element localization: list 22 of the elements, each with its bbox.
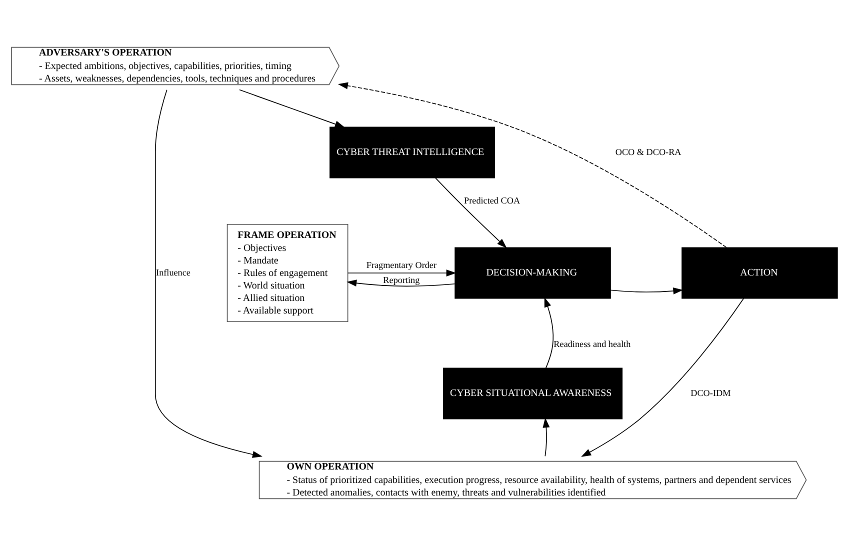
arrow xyxy=(610,286,684,294)
node-box: DECISION-MAKING xyxy=(454,246,611,298)
arrow xyxy=(435,177,507,248)
edge-label: Predicted COA xyxy=(464,194,520,205)
edge-label: Influence xyxy=(156,266,190,277)
edge-label: DCO-IDM xyxy=(690,387,731,398)
arrow xyxy=(581,298,744,456)
edge-label: Reporting xyxy=(383,274,420,284)
edge-label: OCO & DCO-RA xyxy=(615,146,682,156)
arrow xyxy=(542,417,550,456)
arrow xyxy=(544,296,554,368)
arrow xyxy=(239,88,345,128)
node-box: FRAME OPERATION - Objectives - Mandate - Rules of engagement - World situation - Allied situation - Available support xyxy=(226,223,348,322)
arrow xyxy=(154,88,262,458)
edge-label: Fragmentary Order xyxy=(366,259,437,270)
node-box: CYBER SITUATIONAL AWARENESS xyxy=(443,367,623,419)
node-box: ACTION xyxy=(682,246,838,298)
arrow xyxy=(347,269,456,276)
node-box: CYBER THREAT INTELLIGENCE xyxy=(330,126,495,178)
arrow xyxy=(338,82,727,248)
arrow xyxy=(346,279,456,286)
edge-label: Readiness and health xyxy=(554,338,631,349)
